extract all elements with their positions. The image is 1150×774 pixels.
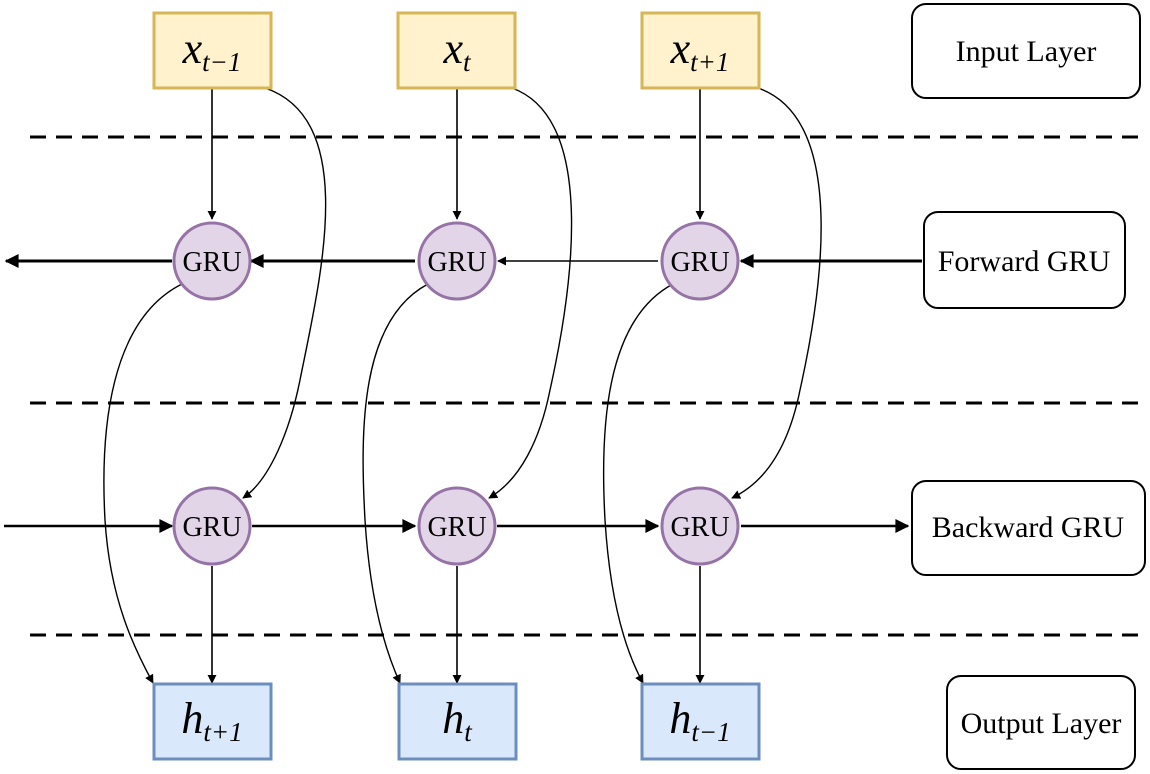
output-layer-label: Output Layer: [961, 707, 1122, 740]
output-node: ht−1: [640, 682, 761, 761]
gru-label: GRU: [182, 512, 241, 543]
svg-text:ht: ht: [442, 694, 473, 747]
gru-label: GRU: [670, 247, 729, 278]
gru-label: GRU: [427, 247, 486, 278]
input-to-backward-curves: [242, 87, 822, 499]
input-layer-label: Input Layer: [956, 35, 1097, 68]
gru-label: GRU: [182, 247, 241, 278]
input-node: xt: [396, 11, 517, 90]
svg-text:ht+1: ht+1: [181, 694, 242, 747]
input-to-backward-3: [731, 87, 822, 499]
input-var: x: [670, 24, 691, 73]
input-var: x: [182, 24, 203, 73]
forward-gru-box: Forward GRU: [923, 211, 1126, 309]
output-subscript: t: [464, 717, 473, 747]
forward-gru-node: GRU: [172, 221, 252, 301]
forward-to-output-1: [103, 283, 183, 684]
output-node: ht: [397, 682, 518, 761]
layer-separators: [30, 135, 1140, 637]
input-subscript: t+1: [690, 47, 729, 77]
forward-gru-node: GRU: [660, 221, 740, 301]
svg-text:xt−1: xt−1: [182, 24, 242, 77]
forward-gru-label: Forward GRU: [938, 245, 1111, 278]
output-nodes: ht+1 ht ht−1: [152, 682, 761, 761]
backward-gru-node: GRU: [417, 486, 497, 566]
backward-gru-box: Backward GRU: [911, 480, 1146, 576]
forward-to-output-2: [362, 283, 429, 684]
forward-gru-node: GRU: [417, 221, 497, 301]
svg-text:xt+1: xt+1: [670, 24, 730, 77]
forward-to-output-curves: [103, 283, 674, 684]
backward-gru-node: GRU: [172, 486, 252, 566]
input-layer-box: Input Layer: [911, 3, 1141, 99]
forward-to-output-3: [602, 283, 674, 684]
input-var: x: [442, 24, 463, 73]
gru-label: GRU: [427, 512, 486, 543]
backward-gru-label: Backward GRU: [932, 511, 1125, 544]
output-var: h: [181, 694, 203, 743]
output-subscript: t−1: [691, 717, 730, 747]
input-to-backward-1: [242, 87, 327, 499]
gru-nodes: GRU GRU GRU GRU GRU GRU: [172, 221, 740, 566]
gru-label: GRU: [670, 512, 729, 543]
svg-text:ht−1: ht−1: [669, 694, 730, 747]
input-nodes: xt−1 xt xt+1: [152, 11, 761, 90]
layer-labels: Input Layer Forward GRU Backward GRU Out…: [911, 3, 1146, 770]
output-var: h: [669, 694, 691, 743]
input-node: xt−1: [152, 11, 273, 90]
output-subscript: t+1: [203, 717, 242, 747]
input-subscript: t: [463, 47, 472, 77]
vertical-arrows: [207, 88, 705, 684]
output-layer-box: Output Layer: [946, 675, 1136, 770]
output-node: ht+1: [152, 682, 273, 761]
input-node: xt+1: [640, 11, 761, 90]
svg-text:xt: xt: [442, 24, 472, 77]
output-var: h: [442, 694, 464, 743]
backward-gru-node: GRU: [660, 486, 740, 566]
input-subscript: t−1: [202, 47, 241, 77]
input-to-backward-2: [488, 87, 573, 499]
